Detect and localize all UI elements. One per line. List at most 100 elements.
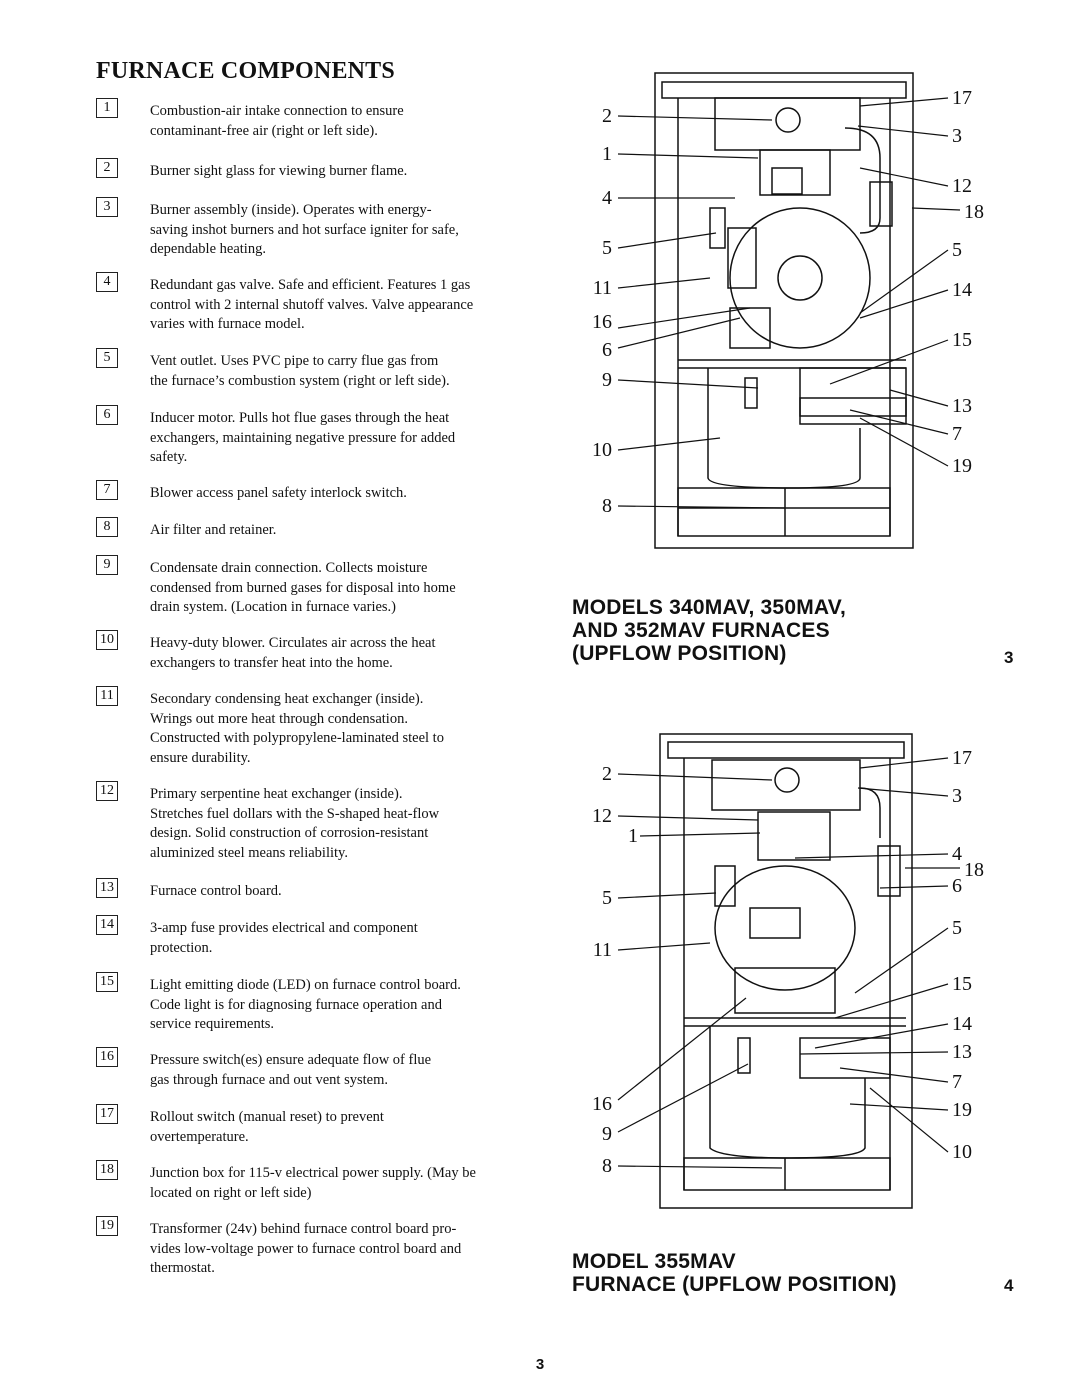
component-number: 13 (96, 878, 118, 898)
component-number: 4 (96, 272, 118, 292)
callout-label: 8 (602, 495, 612, 517)
callout-label: 16 (592, 1093, 612, 1115)
callout-label: 17 (952, 747, 972, 769)
callout-label: 9 (602, 1123, 612, 1145)
component-description: Light emitting diode (LED) on furnace co… (150, 977, 461, 1033)
component-description: Heavy-duty blower. Circulates air across… (150, 635, 436, 671)
page-number: 3 (535, 1356, 545, 1373)
air-filter (677, 487, 891, 537)
callout-label: 10 (592, 439, 612, 461)
callout-label: 6 (602, 339, 612, 361)
callout-label: 11 (593, 939, 612, 961)
callout-label: 3 (952, 125, 962, 147)
callout-label: 19 (952, 455, 972, 477)
component-number: 16 (96, 1047, 118, 1067)
component-description: 3-amp fuse provides electrical and compo… (150, 920, 418, 956)
callout-label: 5 (952, 917, 962, 939)
figure-4-caption: MODEL 355MAV FURNACE (UPFLOW POSITION) (572, 1250, 897, 1296)
junction-box (877, 845, 901, 897)
component-description: Redundant gas valve. Safe and efficient.… (150, 277, 474, 333)
component-number: 7 (96, 480, 118, 500)
callout-label: 1 (628, 825, 638, 847)
heat-exchanger (714, 865, 856, 991)
figure-3-number: 3 (1004, 648, 1014, 667)
component-description: Transformer (24v) behind furnace control… (150, 1221, 462, 1277)
component-description: Primary serpentine heat exchanger (insid… (150, 786, 440, 861)
callout-label: 14 (952, 1013, 972, 1035)
air-filter (683, 1157, 891, 1191)
component-number: 10 (96, 630, 118, 650)
component-description: Junction box for 115-v electrical power … (150, 1165, 476, 1201)
component-description: Combustion-air intake connection to ensu… (150, 103, 404, 139)
section-title: FURNACE COMPONENTS (96, 58, 395, 84)
component-number: 6 (96, 405, 118, 425)
component-number: 2 (96, 158, 118, 178)
callout-label: 6 (952, 875, 962, 897)
component-description: Air filter and retainer. (150, 522, 277, 538)
callout-label: 7 (952, 1071, 962, 1093)
component-description: Condensate drain connection. Collects mo… (150, 560, 456, 616)
callout-label: 4 (952, 843, 962, 865)
callout-label: 11 (593, 277, 612, 299)
component-description: Burner sight glass for viewing burner fl… (150, 163, 408, 179)
callout-label: 7 (952, 423, 962, 445)
sight-glass (775, 107, 801, 133)
furnace-upflow-drawing: 2 1 4 5 11 16 6 9 10 8 17 3 12 18 5 14 1… (592, 72, 984, 549)
callout-label: 16 (592, 311, 612, 333)
figure-3-caption: MODELS 340MAV, 350MAV, AND 352MAV FURNAC… (572, 596, 847, 665)
component-description: Inducer motor. Pulls hot flue gases thro… (150, 410, 456, 466)
callout-label: 19 (952, 1099, 972, 1121)
callout-label: 9 (602, 369, 612, 391)
callout-label: 12 (952, 175, 972, 197)
sight-glass (774, 767, 800, 793)
callout-label: 1 (602, 143, 612, 165)
callout-label: 2 (602, 105, 612, 127)
component-number: 9 (96, 555, 118, 575)
inducer-motor (777, 255, 823, 301)
collector-box (714, 97, 861, 151)
component-number: 8 (96, 517, 118, 537)
component-number: 12 (96, 781, 118, 801)
callout-label: 3 (952, 785, 962, 807)
inducer-assembly (734, 967, 836, 1014)
top-flange (667, 741, 905, 759)
callout-label: 15 (952, 329, 972, 351)
component-description: Rollout switch (manual reset) to prevent… (150, 1109, 384, 1145)
callout-label: 5 (602, 237, 612, 259)
component-description: Vent outlet. Uses PVC pipe to carry flue… (150, 353, 450, 389)
callout-label: 12 (592, 805, 612, 827)
top-flange (661, 81, 907, 99)
callout-label: 5 (952, 239, 962, 261)
callout-label: 4 (602, 187, 612, 209)
callout-label: 5 (602, 887, 612, 909)
junction-box (869, 181, 893, 227)
callout-label: 13 (952, 395, 972, 417)
component-number: 15 (96, 972, 118, 992)
cabinet-outline (659, 733, 913, 1209)
figure-4-furnace-diagram: 2 12 1 5 11 16 9 8 17 3 4 18 6 5 15 14 1… (560, 728, 1040, 1218)
component-description: Pressure switch(es) ensure adequate flow… (150, 1052, 432, 1088)
component-description: Blower access panel safety interlock swi… (150, 485, 407, 501)
component-number: 18 (96, 1160, 118, 1180)
callout-label: 18 (964, 201, 984, 223)
component-number: 11 (96, 686, 118, 706)
callout-label: 2 (602, 763, 612, 785)
component-description: Furnace control board. (150, 883, 282, 899)
component-description: Burner assembly (inside). Operates with … (150, 202, 459, 258)
component-number: 14 (96, 915, 118, 935)
component-number: 3 (96, 197, 118, 217)
figure-4-number: 4 (1004, 1276, 1014, 1295)
callout-label: 18 (964, 859, 984, 881)
cabinet-outline (654, 72, 914, 549)
callout-label: 10 (952, 1141, 972, 1163)
collector-box (711, 759, 861, 811)
control-board (799, 1037, 891, 1079)
callout-label: 17 (952, 87, 972, 109)
figure-3-furnace-diagram: 2 1 4 5 11 16 6 9 10 8 17 3 12 18 5 14 1… (560, 68, 1040, 558)
component-number: 1 (96, 98, 118, 118)
component-number: 19 (96, 1216, 118, 1236)
control-board (799, 367, 907, 417)
component-number: 5 (96, 348, 118, 368)
callout-label: 14 (952, 279, 972, 301)
callout-label: 15 (952, 973, 972, 995)
